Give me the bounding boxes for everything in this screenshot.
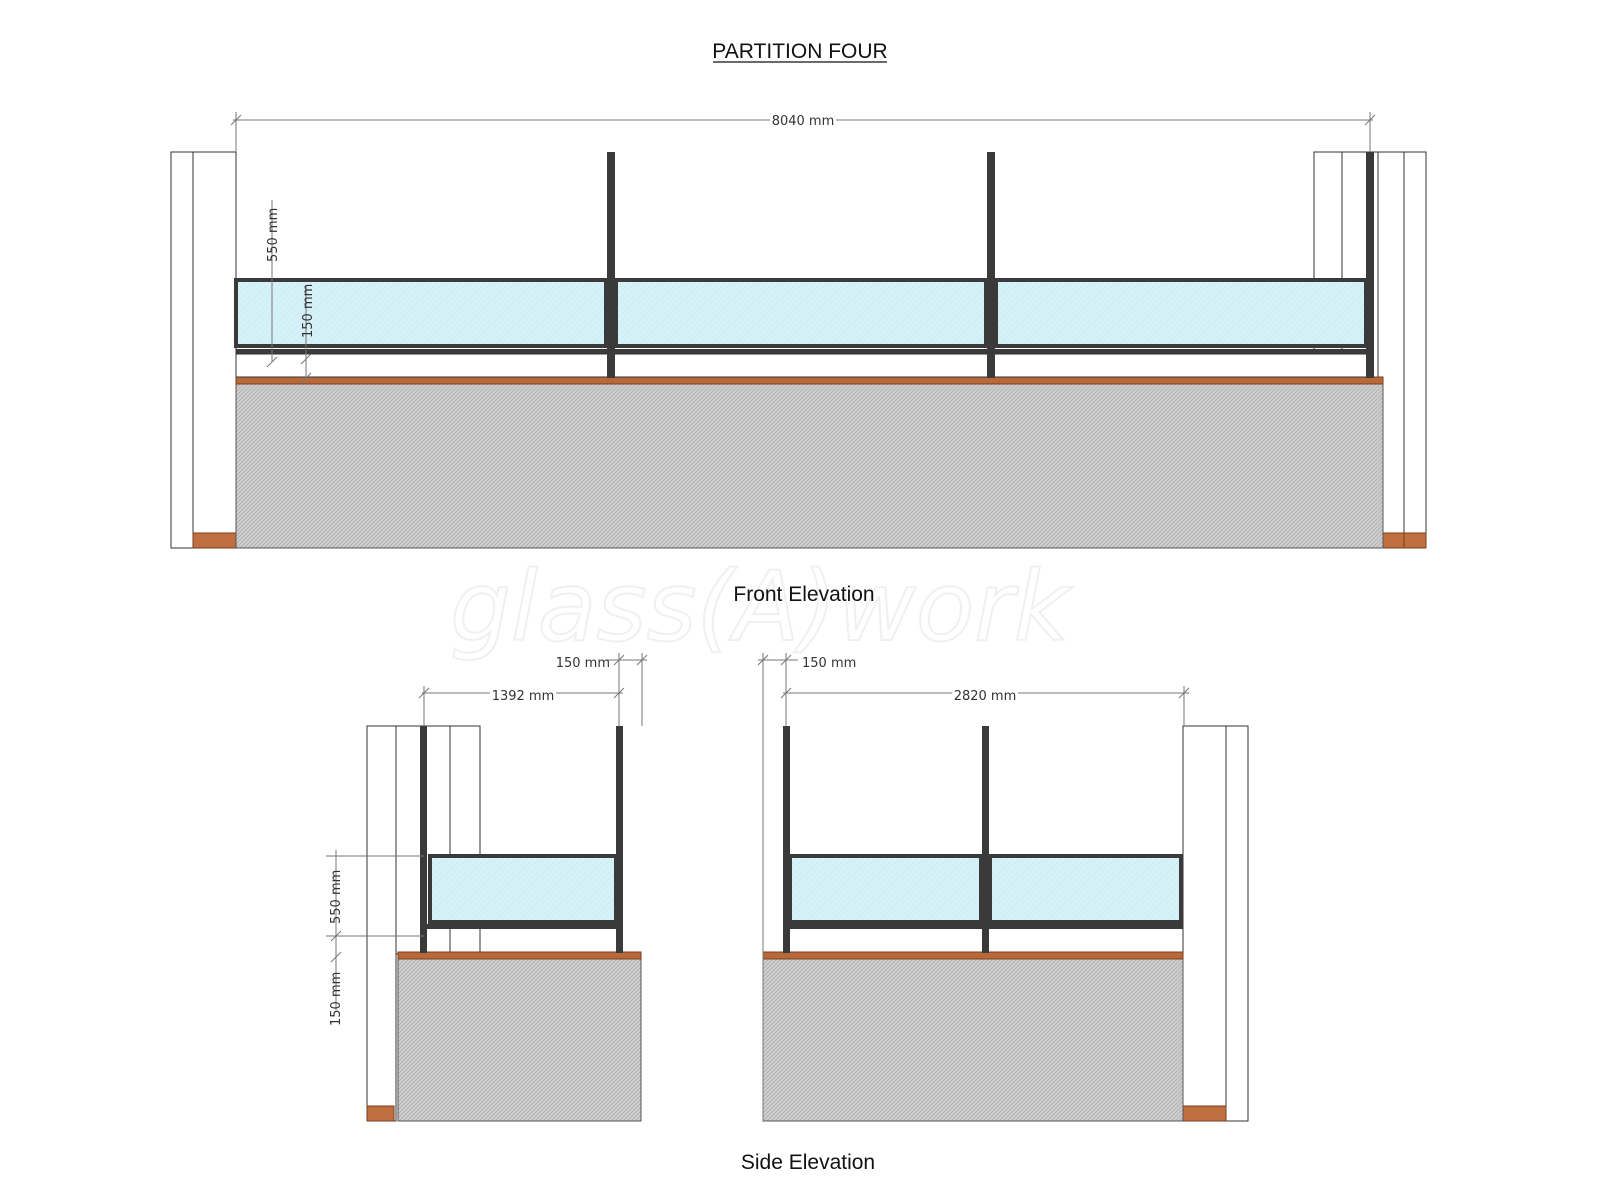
side-left-counter-top: [397, 951, 642, 960]
side-right-post-2: [982, 726, 989, 953]
front-glass-panel-2: [616, 280, 986, 346]
side-right-counter: [762, 957, 1184, 1122]
side-left-post-1: [420, 726, 427, 953]
front-post-1: [607, 152, 615, 378]
front-glass-panel-1: [236, 280, 606, 346]
side-elevation-left: 1392 mm 150 mm 550 mm 150 mm: [326, 653, 648, 1122]
front-counter-top: [235, 376, 1384, 385]
side-left-upper-height: 550 mm: [329, 870, 344, 924]
side-elevation-caption: Side Elevation: [741, 1151, 875, 1174]
side-elevation-right: 2820 mm 150 mm: [757, 653, 1249, 1122]
front-post-2: [987, 152, 995, 378]
front-lower-height: 150 mm: [301, 284, 316, 338]
page-title: PARTITION FOUR: [712, 40, 887, 63]
front-post-3: [1366, 152, 1374, 378]
watermark: glass(A)work: [450, 551, 1073, 663]
side-right-wall-inner: [1182, 725, 1227, 1122]
front-upper-height: 550 mm: [266, 208, 281, 262]
side-left-skirting: [366, 1105, 395, 1122]
side-right-skirting: [1182, 1105, 1227, 1122]
side-right-glass-panel-2: [990, 856, 1181, 922]
side-left-lower-height: 150 mm: [329, 972, 344, 1026]
front-left-wall-outer: [170, 151, 194, 549]
side-right-width: 2820 mm: [954, 689, 1017, 704]
front-counter: [235, 382, 1384, 549]
side-left-bottom-rail: [424, 924, 621, 929]
side-right-counter-top: [762, 951, 1184, 960]
side-right-post-1: [783, 726, 790, 953]
side-right-post-offset: 150 mm: [802, 656, 856, 671]
front-right-skirting-a: [1382, 532, 1405, 549]
front-elevation-caption: Front Elevation: [733, 583, 874, 606]
front-right-wall: [1377, 151, 1427, 549]
front-left-skirting: [192, 532, 237, 549]
side-left-post-offset: 150 mm: [556, 656, 610, 671]
side-left-width: 1392 mm: [492, 689, 555, 704]
front-glass-panel-3: [996, 280, 1366, 346]
side-right-wall-outer: [1225, 725, 1249, 1122]
side-left-wall-outer: [366, 725, 397, 1122]
side-left-glass-panel: [430, 856, 616, 922]
side-left-post-2: [616, 726, 623, 953]
front-bottom-rail: [236, 349, 1370, 354]
front-left-wall-inner: [192, 151, 237, 549]
front-elevation: 8040 mm 550 mm 150 mm Front Elevation: [170, 110, 1427, 606]
front-right-skirting-b: [1403, 532, 1427, 549]
side-left-counter: [397, 957, 642, 1122]
front-overall-width: 8040 mm: [772, 114, 835, 129]
side-right-glass-panel-1: [790, 856, 981, 922]
